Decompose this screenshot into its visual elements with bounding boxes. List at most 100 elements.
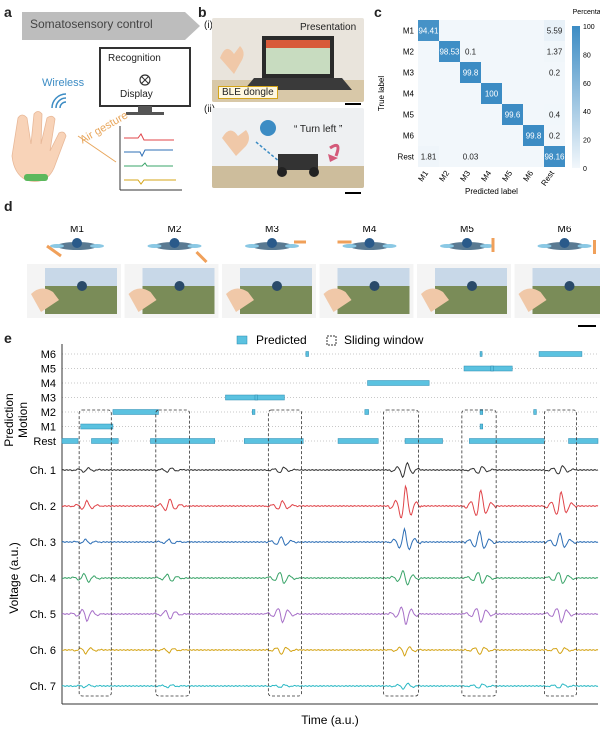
colorbar-tick: 80 <box>583 52 591 59</box>
motion-row-label: Rest <box>33 436 56 448</box>
wifi-icon <box>51 93 67 109</box>
panel-c-label: c <box>374 4 382 20</box>
matrix-cell-value: 0.1 <box>465 48 477 57</box>
hand-icon <box>11 111 67 182</box>
legend-window-text: Sliding window <box>344 333 424 347</box>
channel-trace <box>61 646 599 657</box>
col-tick-label: M5 <box>500 169 514 184</box>
drone-icon <box>342 238 397 250</box>
banner-text: Somatosensory control <box>30 17 153 31</box>
matrix-cell-value: 100 <box>485 90 499 99</box>
matrix-cell-value: 99.8 <box>526 132 542 141</box>
prediction-bar <box>252 409 256 415</box>
matrix-cell-value: 0.4 <box>549 111 561 120</box>
prediction-bar <box>337 438 379 444</box>
row-tick-label: M1 <box>403 27 415 36</box>
prediction-bar <box>533 409 537 415</box>
drone-icon <box>147 238 202 250</box>
matrix-cell <box>544 20 565 41</box>
row-tick-label: M2 <box>403 48 415 57</box>
prediction-bar <box>254 394 258 401</box>
motion-label: M2 <box>168 226 182 235</box>
matrix-cell-value: 0.2 <box>549 132 561 141</box>
photo-robot-car <box>212 108 364 188</box>
matrix-cell-value: 1.81 <box>421 153 437 162</box>
gesture-photo <box>514 264 600 318</box>
row-tick-label: Rest <box>398 153 415 162</box>
col-tick-label: Rest <box>539 168 556 187</box>
motion-row-label: M5 <box>41 364 56 376</box>
motion-row-label: M1 <box>41 422 56 434</box>
row-tick-label: M5 <box>403 111 415 120</box>
matrix-cell-value: 5.59 <box>547 27 563 36</box>
matrix-cell <box>544 146 565 167</box>
prediction-bar <box>61 438 79 444</box>
channel-label: Ch. 3 <box>30 537 56 549</box>
matrix-cell <box>439 41 460 62</box>
motion-label: M1 <box>70 226 84 235</box>
matrix-cell <box>418 146 439 167</box>
banner-arrow-shape <box>22 12 200 40</box>
col-tick-label: M3 <box>458 169 472 184</box>
gesture-photo <box>319 264 414 318</box>
direction-arrow <box>46 244 62 258</box>
channel-label: Ch. 5 <box>30 609 56 621</box>
channel-label: Ch. 6 <box>30 645 56 657</box>
matrix-cell-value: 99.8 <box>463 69 479 78</box>
matrix-cell <box>481 83 502 104</box>
gesture-photo <box>222 264 316 318</box>
motion-row-label: M3 <box>41 393 56 405</box>
presentation-text: Presentation <box>300 22 357 33</box>
matrix-cell-value: 98.16 <box>544 153 565 162</box>
matrix-cell-value: 99.6 <box>505 111 521 120</box>
scale-bar-b1 <box>345 103 361 105</box>
prediction-bar <box>479 423 484 430</box>
prediction-bar <box>364 409 369 415</box>
recognition-text: Recognition <box>108 53 161 64</box>
panel-a-illustration <box>11 12 200 191</box>
prediction-bar <box>112 409 159 415</box>
legend-predicted-text: Predicted <box>256 333 307 347</box>
col-tick-label: M4 <box>479 169 493 184</box>
channel-trace <box>61 570 599 586</box>
col-tick-label: M1 <box>416 169 430 184</box>
channel-trace <box>61 461 599 479</box>
gesture-photo <box>27 264 121 318</box>
colorbar-tick: 20 <box>583 138 591 145</box>
matrix-cell <box>544 62 565 83</box>
matrix-cell-value: 0.2 <box>549 69 561 78</box>
motion-label: M6 <box>558 226 572 235</box>
channel-trace <box>61 527 599 551</box>
channel-trace <box>61 682 599 690</box>
direction-arrow <box>195 250 208 264</box>
sub-i-label: (i) <box>204 20 213 31</box>
colorbar-tick: 0 <box>583 166 587 173</box>
channel-label: Ch. 2 <box>30 501 56 513</box>
motion-axis-label: Motion <box>16 402 30 438</box>
matrix-cell <box>523 125 544 146</box>
display-text: Display <box>120 89 153 100</box>
row-tick-label: M6 <box>403 132 415 141</box>
prediction-bar <box>243 438 304 444</box>
scale-bar-b2 <box>345 192 361 194</box>
gesture-line <box>77 135 117 163</box>
row-tick-label: M4 <box>403 90 415 99</box>
prediction-bar <box>91 438 119 444</box>
prediction-bar <box>367 380 430 386</box>
matrix-cell <box>460 146 481 167</box>
prediction-axis-label: Prediction <box>2 393 16 446</box>
y-axis-label: True label <box>377 76 386 112</box>
channel-trace <box>61 484 599 519</box>
sliding-window <box>78 409 112 697</box>
motion-row-label: M6 <box>41 349 56 361</box>
colorbar-tick: 60 <box>583 81 591 88</box>
prediction-bar <box>305 351 309 357</box>
sliding-window <box>383 409 419 697</box>
panel-e-label: e <box>4 330 12 346</box>
panel-a-label: a <box>4 4 12 20</box>
gesture-photo <box>124 264 219 318</box>
drone-icon <box>50 238 104 250</box>
x-axis-label: Predicted label <box>465 187 518 196</box>
matrix-cell-value: 98.53 <box>439 48 460 57</box>
